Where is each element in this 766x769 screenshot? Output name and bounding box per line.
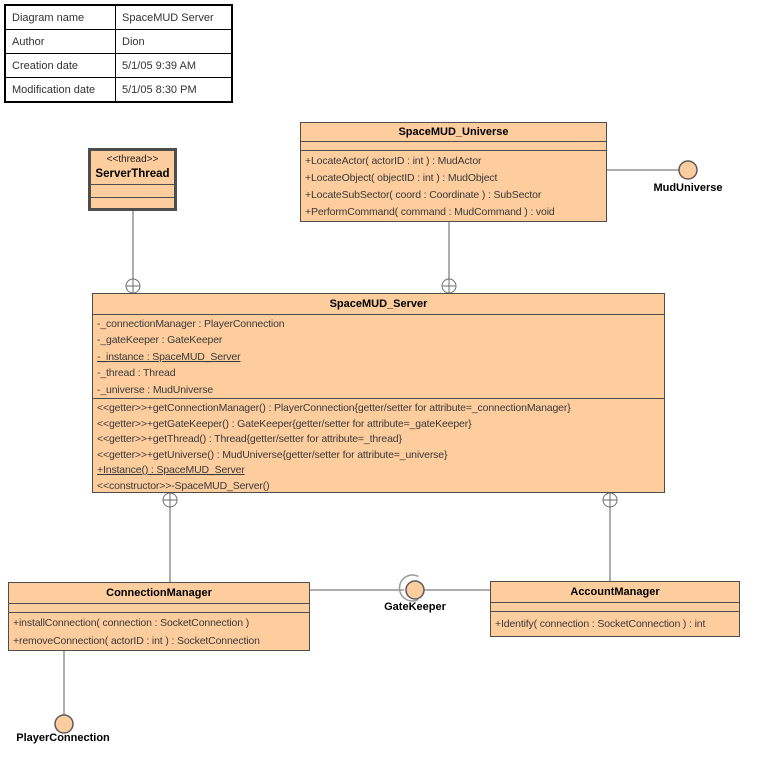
operation-row: +LocateSubSector( coord : Coordinate ) :…: [305, 189, 542, 201]
operations-compartment: +installConnection( connection : SocketC…: [9, 613, 309, 651]
class-accountmanager[interactable]: AccountManager +Identify( connection : S…: [490, 581, 740, 637]
info-value: 5/1/05 9:39 AM: [115, 53, 233, 78]
attribute-row-static: -_instance : SpaceMUD_Server: [97, 350, 241, 363]
class-spacemud-universe[interactable]: SpaceMUD_Universe +LocateActor( actorID …: [300, 122, 607, 222]
containment-connector-connectionmanager: [162, 492, 178, 582]
empty-attributes-compartment: [491, 603, 739, 612]
operation-row: +PerformCommand( command : MudCommand ) …: [305, 206, 555, 218]
info-value: SpaceMUD Server: [115, 4, 233, 30]
operation-row: <<getter>>+getUniverse() : MudUniverse{g…: [97, 448, 448, 461]
empty-operations-compartment: [91, 197, 174, 210]
class-stereotype: <<thread>>: [106, 154, 159, 165]
attribute-row: -_universe : MudUniverse: [97, 383, 214, 396]
containment-circle-plus-icon: [125, 278, 141, 294]
lollipop-interface-icon[interactable]: [405, 580, 425, 600]
lollipop-interface-icon[interactable]: [54, 714, 74, 734]
operation-row-static: +Instance() : SpaceMUD_Server: [97, 464, 245, 476]
interface-label-playerconnection: PlayerConnection: [16, 732, 110, 744]
attribute-row: -_gateKeeper : GateKeeper: [97, 334, 223, 347]
info-value: Dion: [115, 29, 233, 54]
info-row: Creation date 5/1/05 9:39 AM: [4, 53, 233, 78]
info-label: Diagram name: [4, 4, 116, 30]
class-title: AccountManager: [491, 582, 739, 603]
containment-circle-plus-icon: [162, 492, 178, 508]
class-connectionmanager[interactable]: ConnectionManager +installConnection( co…: [8, 582, 310, 651]
info-value: 5/1/05 8:30 PM: [115, 77, 233, 103]
class-title: ServerThread: [95, 168, 170, 180]
info-row: Diagram name SpaceMUD Server: [4, 4, 233, 30]
class-title: SpaceMUD_Universe: [301, 123, 606, 142]
containment-connector-universe: [441, 222, 457, 294]
containment-circle-plus-icon: [441, 278, 457, 294]
info-label: Modification date: [4, 77, 116, 103]
operation-row: +LocateObject( objectID : int ) : MudObj…: [305, 172, 498, 184]
class-spacemud-server[interactable]: SpaceMUD_Server -_connectionManager : Pl…: [92, 293, 665, 493]
info-row: Modification date 5/1/05 8:30 PM: [4, 77, 233, 103]
attributes-compartment: -_connectionManager : PlayerConnection -…: [93, 315, 664, 399]
operation-row: +removeConnection( actorID : int ) : Soc…: [13, 634, 260, 647]
operation-row: +LocateActor( actorID : int ) : MudActor: [305, 155, 482, 167]
empty-attributes-compartment: [91, 184, 174, 197]
empty-attributes-compartment: [301, 142, 606, 151]
operation-row: <<getter>>+getConnectionManager() : Play…: [97, 402, 571, 414]
attribute-row: -_thread : Thread: [97, 367, 176, 380]
socket-arc-icon: [398, 574, 419, 602]
containment-connector-accountmanager: [602, 492, 618, 581]
interface-ball-socket-gatekeeper[interactable]: [310, 574, 490, 602]
operations-compartment: <<getter>>+getConnectionManager() : Play…: [93, 399, 664, 495]
class-title: SpaceMUD_Server: [93, 294, 664, 315]
lollipop-interface-icon[interactable]: [678, 160, 698, 180]
info-label: Creation date: [4, 53, 116, 78]
empty-attributes-compartment: [9, 604, 309, 613]
containment-connector-serverthread: [125, 211, 141, 294]
operation-row: +installConnection( connection : SocketC…: [13, 617, 250, 629]
class-title: ConnectionManager: [9, 583, 309, 604]
operation-row: <<getter>>+getThread() : Thread{getter/s…: [97, 433, 402, 445]
operations-compartment: +Identify( connection : SocketConnection…: [491, 612, 739, 634]
class-header: <<thread>> ServerThread: [91, 151, 174, 184]
operation-row: <<constructor>>-SpaceMUD_Server(): [97, 479, 270, 492]
info-row: Author Dion: [4, 29, 233, 54]
interface-label-gatekeeper: GateKeeper: [384, 601, 446, 613]
operation-row: <<getter>>+getGateKeeper() : GateKeeper{…: [97, 417, 472, 430]
containment-circle-plus-icon: [602, 492, 618, 508]
interface-lollipop-playerconnection[interactable]: [54, 651, 74, 734]
interface-lollipop-muduniverse[interactable]: [607, 160, 698, 180]
attribute-row: -_connectionManager : PlayerConnection: [97, 318, 285, 330]
operation-row: +Identify( connection : SocketConnection…: [495, 618, 706, 630]
interface-label-muduniverse: MudUniverse: [653, 182, 723, 194]
diagram-info-table: Diagram name SpaceMUD Server Author Dion…: [4, 4, 233, 103]
operations-compartment: +LocateActor( actorID : int ) : MudActor…: [301, 151, 606, 222]
class-serverthread[interactable]: <<thread>> ServerThread: [88, 148, 177, 211]
info-label: Author: [4, 29, 116, 54]
